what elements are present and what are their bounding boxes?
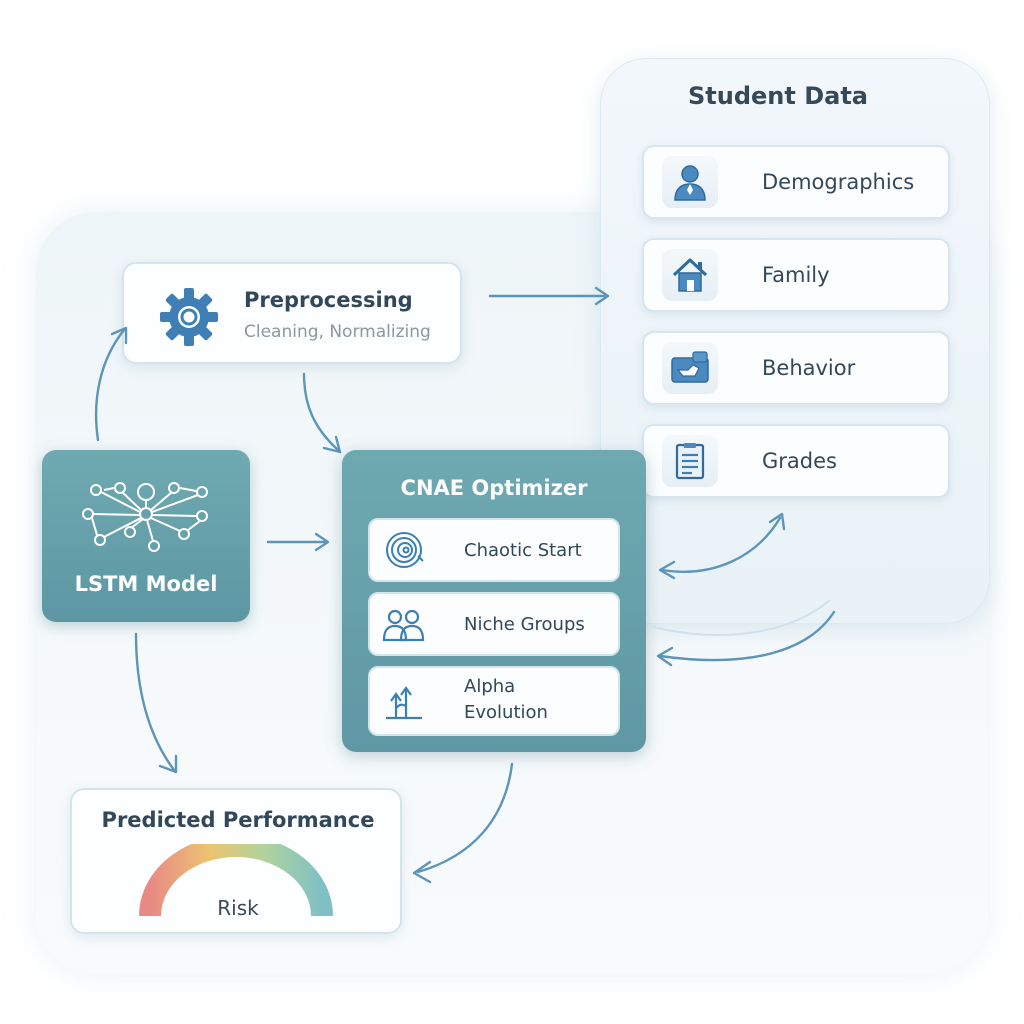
predicted-performance-card[interactable]: Predicted Performance Risk [70, 788, 402, 934]
family-label: Family [762, 263, 830, 287]
alpha-evolution-label-line1: Alpha [464, 676, 516, 697]
person-icon [662, 156, 718, 208]
niche-groups-label: Niche Groups [464, 614, 585, 635]
faint-connector [649, 599, 831, 636]
cnae-item-chaotic-start[interactable]: Chaotic Start [368, 518, 620, 582]
student-data-title: Student Data [688, 82, 868, 110]
student-data-item-behavior[interactable]: Behavior [642, 331, 950, 405]
cnae-item-niche-groups[interactable]: Niche Groups [368, 592, 620, 656]
document-icon [662, 435, 718, 487]
alpha-evolution-label-line2: Evolution [464, 702, 548, 723]
evolution-icon [382, 682, 426, 722]
preprocessing-card[interactable]: Preprocessing Cleaning, Normalizing [122, 262, 462, 364]
gear-icon [158, 286, 220, 352]
spiral-icon [382, 530, 426, 570]
arrow-preprocessing-to-cnae [302, 372, 342, 454]
behavior-icon [662, 342, 718, 394]
student-data-item-grades[interactable]: Grades [642, 424, 950, 498]
group-icon [382, 604, 426, 644]
student-data-item-family[interactable]: Family [642, 238, 950, 312]
chaotic-start-label: Chaotic Start [464, 540, 582, 561]
house-icon [662, 249, 718, 301]
preprocessing-title: Preprocessing [244, 288, 413, 312]
arrow-lstm-to-cnae [266, 532, 330, 552]
arrow-lstm-to-performance [134, 632, 178, 774]
arrow-preprocessing-to-student-data [488, 286, 610, 306]
preprocessing-subtitle: Cleaning, Normalizing [244, 322, 431, 342]
arrow-lstm-to-preprocessing [94, 326, 128, 442]
demographics-label: Demographics [762, 170, 915, 194]
cnae-optimizer-title: CNAE Optimizer [400, 476, 588, 500]
behavior-label: Behavior [762, 356, 856, 380]
arrow-cnae-to-performance [412, 762, 514, 884]
lstm-model-label: LSTM Model [74, 572, 218, 596]
arrow-bidirectional-grades-cnae [658, 512, 786, 580]
grades-label: Grades [762, 449, 837, 473]
arrow-student-data-to-cnae [656, 610, 836, 667]
lstm-model-box[interactable]: LSTM Model [42, 450, 250, 622]
cnae-optimizer-box[interactable]: CNAE Optimizer Chaotic Start Niche Group… [342, 450, 646, 752]
risk-gauge-icon [136, 835, 336, 932]
network-icon [74, 478, 218, 558]
predicted-performance-title: Predicted Performance [101, 808, 375, 832]
cnae-item-alpha-evolution[interactable]: Alpha Evolution [368, 666, 620, 736]
student-data-item-demographics[interactable]: Demographics [642, 145, 950, 219]
risk-label: Risk [217, 896, 259, 920]
